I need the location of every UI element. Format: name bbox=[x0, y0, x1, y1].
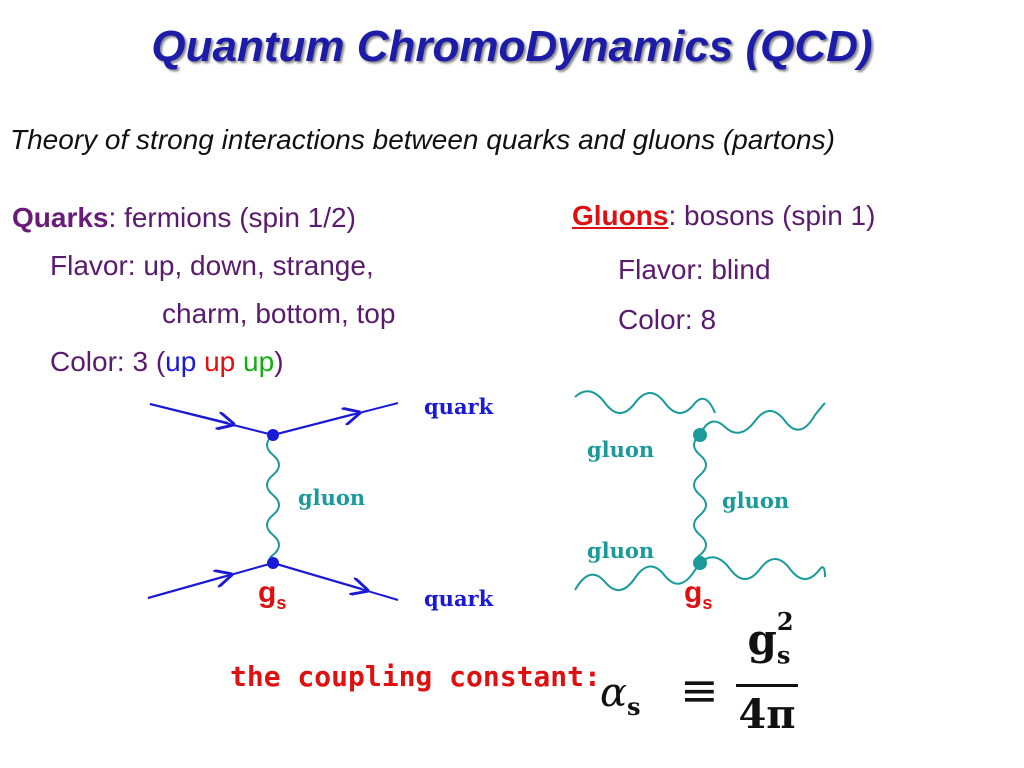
formula-denominator: 4π bbox=[738, 691, 796, 738]
quarks-color-line: Color: 3 (up up up) bbox=[50, 346, 284, 378]
gluon-exchange-diagram: gluon gluon gluon bbox=[574, 390, 826, 591]
gluon-line-top-right bbox=[699, 402, 826, 436]
color-word-green: up bbox=[243, 346, 275, 377]
quarks-color-suffix: ) bbox=[274, 346, 284, 377]
label-quark-top: quark bbox=[424, 394, 494, 419]
arrow-icon bbox=[272, 414, 354, 436]
formula-equiv: ≡ bbox=[680, 663, 719, 717]
arrow-icon bbox=[272, 562, 362, 589]
coupling-gs-left: gs bbox=[258, 576, 287, 613]
arrow-icon bbox=[149, 403, 228, 423]
gluon-line-bottom-left bbox=[574, 561, 702, 591]
quarks-flavor-line1: Flavor: up, down, strange, bbox=[50, 250, 374, 281]
vertex-top bbox=[267, 429, 279, 441]
label-gluon: gluon bbox=[298, 485, 365, 510]
quarks-heading: Quarks: fermions (spin 1/2) bbox=[12, 202, 356, 234]
label-quark-bottom: quark bbox=[424, 586, 494, 611]
color-word-red: up bbox=[204, 346, 236, 377]
gluons-description: : bosons (spin 1) bbox=[668, 200, 876, 231]
quarks-description: : fermions (spin 1/2) bbox=[108, 202, 356, 233]
vertex-top bbox=[693, 428, 707, 442]
formula-lhs: αs bbox=[600, 670, 641, 721]
coupling-gs-right: gs bbox=[684, 576, 713, 613]
vertex-bottom bbox=[267, 557, 279, 569]
coupling-constant-label: the coupling constant: bbox=[230, 660, 601, 693]
quarks-flavor-line2: charm, bottom, top bbox=[162, 298, 396, 329]
label-gluon-bottom: gluon bbox=[587, 538, 654, 563]
gluons-flavor: Flavor: blind bbox=[618, 254, 771, 285]
quark-exchange-diagram: quark gluon quark bbox=[147, 394, 494, 611]
gluon-line-bottom-right bbox=[699, 556, 826, 580]
fraction-bar bbox=[736, 684, 798, 687]
quarks-keyword: Quarks bbox=[12, 202, 109, 233]
gluons-keyword: Gluons bbox=[572, 200, 669, 231]
slide-subtitle: Theory of strong interactions between qu… bbox=[10, 124, 835, 155]
label-gluon-top: gluon bbox=[587, 437, 654, 462]
slide-title: Quantum ChromoDynamics (QCD) bbox=[151, 22, 873, 71]
vertex-bottom bbox=[693, 556, 707, 570]
gluons-heading: Gluons: bosons (spin 1) bbox=[572, 200, 875, 232]
gluon-propagator bbox=[266, 434, 280, 564]
gluon-line-top-left bbox=[574, 390, 716, 414]
color-word-blue: up bbox=[165, 346, 197, 377]
gluon-propagator bbox=[693, 434, 707, 564]
arrow-icon bbox=[147, 576, 226, 599]
label-gluon-mid: gluon bbox=[722, 488, 789, 513]
gluons-color: Color: 8 bbox=[618, 304, 717, 335]
quarks-color-prefix: Color: 3 ( bbox=[50, 346, 166, 377]
